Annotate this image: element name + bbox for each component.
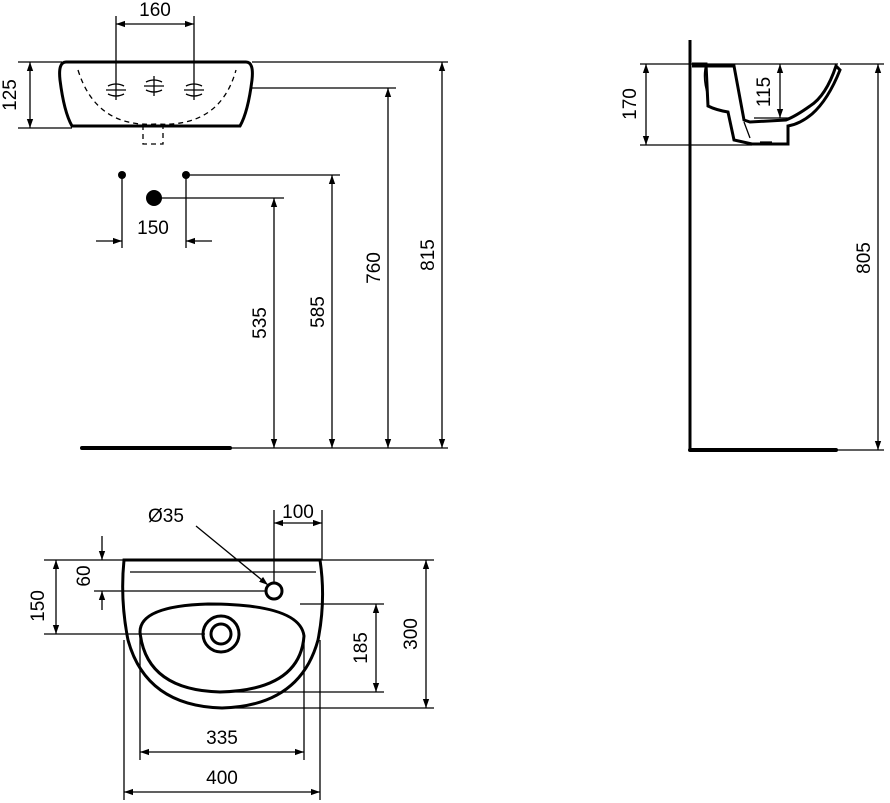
dim-100: 100: [282, 502, 314, 523]
dim-815: 815: [418, 239, 439, 271]
dim-400: 400: [206, 768, 238, 789]
dim-160: 160: [139, 0, 171, 21]
dim-335: 335: [206, 728, 238, 749]
dim-300: 300: [401, 618, 422, 650]
dim-760: 760: [364, 252, 385, 284]
tap-hole: [264, 581, 284, 601]
dim-185: 185: [351, 632, 372, 664]
front-basin-inner: [77, 69, 237, 125]
dim-150-top: 150: [28, 590, 49, 622]
drain-inner: [209, 622, 233, 646]
dim-805: 805: [854, 242, 875, 274]
dim-535: 535: [250, 307, 271, 339]
drain-outer: [201, 614, 241, 654]
dim-150-pipes: 150: [137, 218, 169, 239]
front-tap-marks: [106, 76, 204, 100]
dim-585: 585: [308, 296, 329, 328]
side-view: 170 115 805: [620, 40, 884, 452]
dim-170: 170: [620, 88, 641, 120]
front-view: 160 125 150 535 585 760 815: [0, 0, 448, 450]
dim-60: 60: [74, 565, 95, 586]
dim-tap-hole: Ø35: [148, 506, 184, 527]
side-basin-profile: [692, 62, 842, 146]
dim-125: 125: [0, 79, 21, 111]
front-basin-outline: [58, 60, 254, 128]
top-view: Ø35 100 150 60 185 300 335 400: [28, 502, 434, 800]
dim-115: 115: [754, 77, 775, 107]
front-waste-outlet: [142, 125, 164, 145]
